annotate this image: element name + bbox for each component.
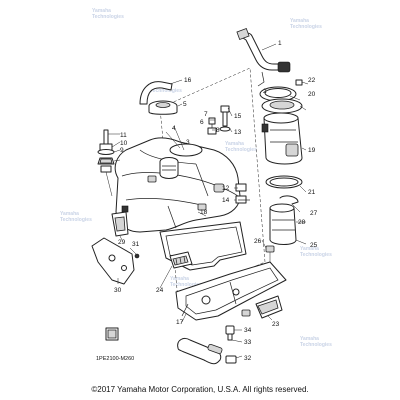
watermark-line-1: Yamaha: [92, 8, 111, 14]
watermark-line-2: Technologies: [150, 88, 182, 94]
callout-1: 1: [278, 40, 282, 47]
watermark-line-1: Yamaha: [225, 141, 244, 147]
callout-6: 6: [200, 119, 204, 126]
watermark-line-2: Technologies: [60, 217, 92, 223]
callout-28: 28: [298, 219, 306, 226]
callout-31: 31: [132, 241, 140, 248]
callout-20: 20: [308, 91, 316, 98]
watermark-line-2: Technologies: [290, 24, 322, 30]
drawing-code: 1PE2100-M260: [96, 356, 135, 362]
watermark-group: Yamaha Technologies Yamaha Technologies …: [60, 8, 332, 348]
watermark-line-1: Yamaha: [170, 276, 189, 282]
callout-16: 16: [184, 77, 192, 84]
watermark-line-2: Technologies: [300, 342, 332, 348]
callout-14: 14: [222, 197, 230, 204]
breather-pipe: [236, 28, 291, 87]
callout-27: 27: [310, 210, 318, 217]
callout-11: 11: [120, 132, 127, 139]
bolt-group: [219, 105, 231, 132]
callout-25: 25: [310, 242, 318, 249]
callout-7: 7: [204, 111, 208, 118]
fuel-cap: [148, 100, 178, 115]
callout-10: 10: [120, 140, 128, 147]
callout-34: 34: [244, 327, 252, 334]
callout-30: 30: [114, 287, 122, 294]
callout-2: 2: [263, 88, 267, 95]
callout-19: 19: [308, 147, 316, 154]
callout-26: 26: [254, 238, 262, 245]
callout-9: 9: [120, 147, 124, 154]
callout-24: 24: [156, 287, 164, 294]
callout-33: 33: [244, 339, 252, 346]
connector-block: [169, 251, 193, 269]
watermark-line-2: Technologies: [300, 252, 332, 258]
callout-15: 15: [234, 113, 242, 120]
callout-13: 13: [234, 129, 242, 136]
watermark-line-2: Technologies: [170, 282, 202, 288]
small-clip: [105, 327, 119, 341]
callout-21: 21: [308, 189, 316, 196]
fastener-group: [207, 117, 217, 135]
filler-hose: [139, 81, 173, 105]
watermark-line-2: Technologies: [225, 147, 257, 153]
left-bracket: [91, 237, 140, 285]
callout-3: 3: [186, 139, 190, 146]
copyright-notice: ©2017 Yamaha Motor Corporation, U.S.A. A…: [91, 385, 309, 394]
gasket-ring: [169, 143, 203, 157]
watermark-line-1: Yamaha: [60, 211, 79, 217]
callout-5: 5: [183, 101, 187, 108]
callout-23: 23: [272, 321, 280, 328]
callout-22: 22: [308, 77, 316, 84]
callout-32: 32: [244, 355, 252, 362]
watermark-line-1: Yamaha: [290, 18, 309, 24]
leader-lines: [108, 43, 309, 359]
fuel-line-assembly: [177, 325, 237, 365]
callout-29: 29: [118, 239, 126, 246]
valve-fitting: [235, 183, 250, 204]
watermark-line-1: Yamaha: [300, 246, 319, 252]
callout-17: 17: [176, 319, 184, 326]
callout-18: 18: [200, 209, 208, 216]
watermark-line-2: Technologies: [92, 14, 124, 20]
callout-4: 4: [172, 125, 176, 132]
watermark-line-1: Yamaha: [300, 336, 319, 342]
grommet-stack: [97, 129, 115, 197]
callout-8: 8: [216, 127, 220, 134]
lower-mount: [111, 211, 129, 237]
fuel-pump-assembly: [259, 79, 303, 262]
callout-labels: 1 2 3 4 5 6 7 8 9 10 11 12 13 14 15 16 1…: [114, 40, 318, 362]
skid-plate: [175, 261, 287, 321]
callout-12: 12: [222, 185, 230, 192]
right-bracket: [255, 295, 283, 319]
